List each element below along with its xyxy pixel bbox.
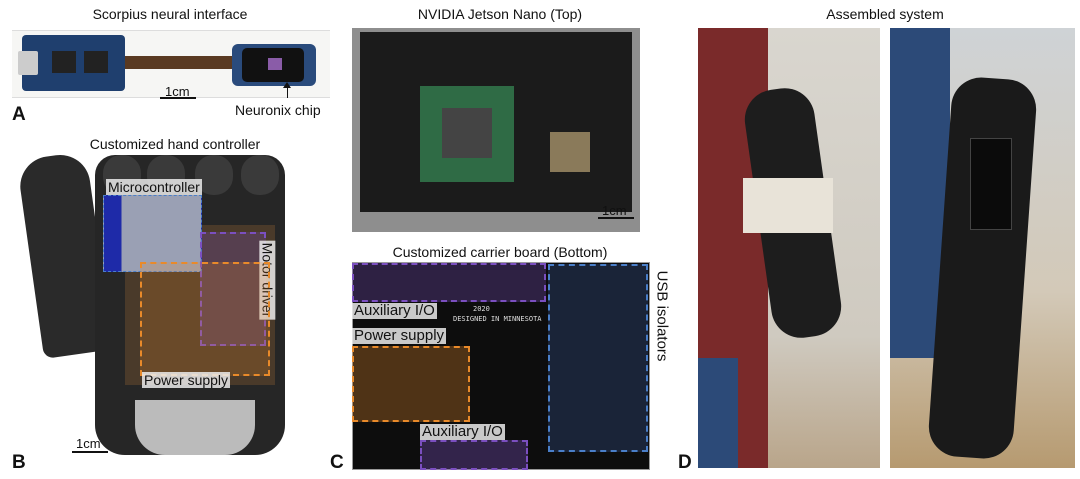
microcontroller-label: Microcontroller (106, 179, 202, 195)
arrow-up-icon (287, 84, 288, 98)
assembled-photo-side (698, 28, 880, 468)
usb-isolators-label: USB isolators (653, 270, 671, 362)
panel-letter-b: B (12, 452, 26, 473)
scale-label: 1cm (76, 436, 101, 451)
arrow-head-icon (283, 82, 291, 88)
scale-bar (72, 451, 108, 453)
aux-io-label-1: Auxiliary I/O (352, 302, 437, 319)
panel-letter-a: A (12, 104, 26, 125)
memory-chip (550, 132, 590, 172)
scale-bar (160, 97, 196, 99)
board-chip (52, 51, 76, 73)
board-chip (84, 51, 108, 73)
scale-label: 1cm (165, 84, 190, 99)
soc-die (442, 108, 492, 158)
scale-label: 1cm (602, 203, 627, 218)
arm-wrap (743, 178, 833, 233)
usb-isolators-region (548, 264, 648, 452)
user-jeans (698, 358, 738, 468)
panel-letter-c: C (330, 452, 344, 473)
panel-d-title: Assembled system (826, 6, 944, 22)
wrist-mount (135, 400, 255, 455)
neuronix-chip (268, 58, 282, 70)
panel-b-title: Customized hand controller (89, 136, 261, 152)
chip-package (242, 48, 304, 82)
neuronix-chip-label: Neuronix chip (235, 102, 321, 118)
panel-letter-d: D (678, 452, 692, 473)
silk-year: 2020 (473, 305, 490, 313)
jetson-module (970, 138, 1012, 230)
panel-c-top-title: NVIDIA Jetson Nano (Top) (417, 6, 583, 22)
panel-c-bottom-title: Customized carrier board (Bottom) (392, 244, 608, 260)
motor-driver-region (200, 232, 266, 346)
silk-designed: DESIGNED IN MINNESOTA (453, 315, 542, 323)
power-supply-region (352, 346, 470, 422)
interface-board (18, 35, 125, 91)
jetson-board (360, 32, 632, 212)
usb-connector (18, 51, 38, 75)
jetson-photo (352, 28, 640, 232)
chip-board (232, 44, 316, 86)
ribbon-cable (125, 56, 235, 69)
microcontroller-region (103, 195, 202, 272)
panel-a-title: Scorpius neural interface (92, 6, 248, 22)
scale-bar (598, 217, 634, 219)
power-supply-region (140, 262, 270, 376)
jetson-soc (420, 86, 514, 182)
aux-io-region-bottom (420, 440, 528, 470)
finger (241, 155, 279, 195)
aux-io-label-2: Auxiliary I/O (420, 423, 505, 440)
power-supply-label: Power supply (352, 327, 447, 344)
scorpius-photo (12, 30, 330, 98)
assembled-photo-front (890, 28, 1075, 468)
power-supply-label: Power supply (142, 372, 231, 388)
aux-io-region-top (352, 263, 546, 302)
